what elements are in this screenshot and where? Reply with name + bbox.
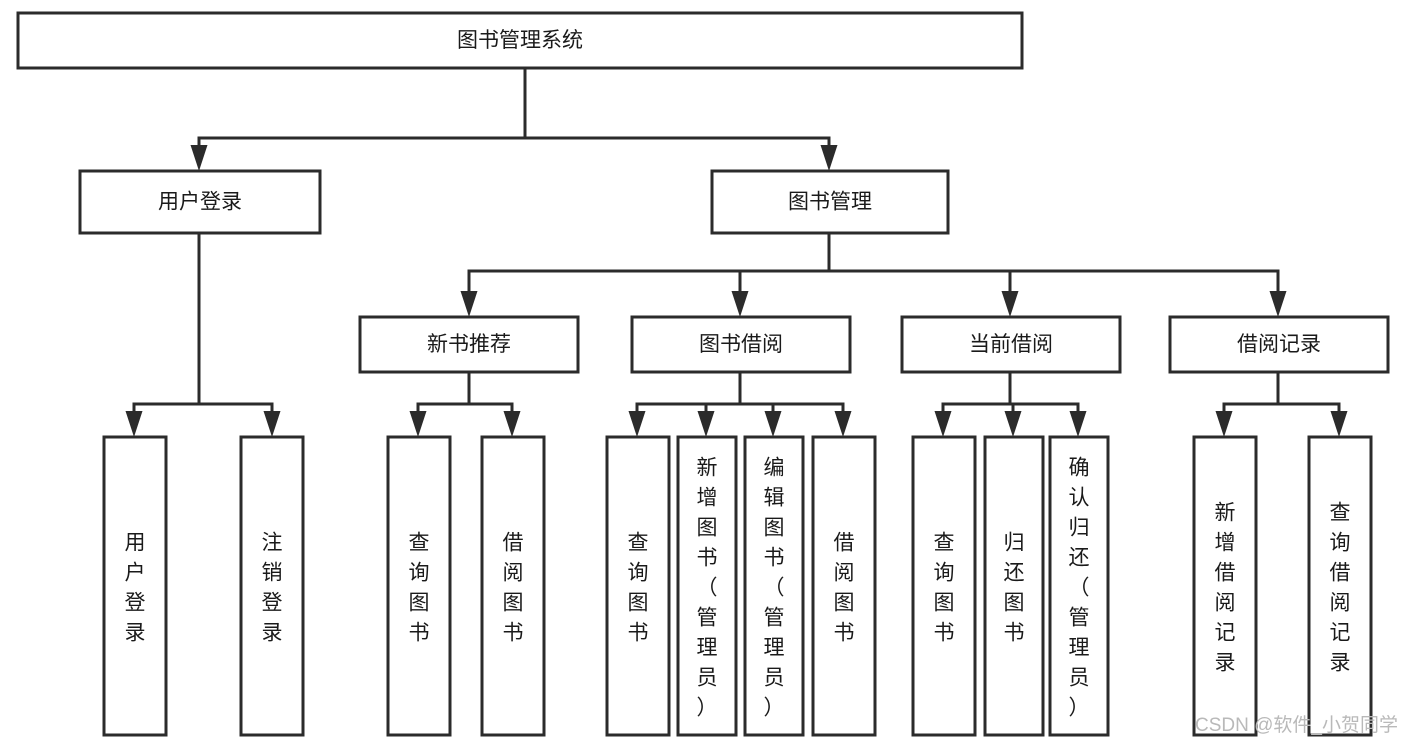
node-box-leaf-return-book[interactable]	[983, 435, 1045, 737]
node-box-leaf-user-login[interactable]	[102, 435, 168, 737]
node-label-leaf-query-borrow-record: 查询借阅记录	[1330, 501, 1351, 674]
arrow-head-icon	[1215, 411, 1233, 437]
node-label-borrow-record: 借阅记录	[1237, 333, 1321, 356]
node-leaf-borrow-book-rec[interactable]: 借阅图书	[480, 435, 546, 737]
node-label-current-borrow: 当前借阅	[969, 333, 1053, 356]
node-label-leaf-return-book: 归还图书	[1004, 531, 1025, 644]
arrow-head-icon	[503, 411, 521, 437]
connector-group	[190, 66, 838, 171]
connector-group	[934, 370, 1087, 437]
node-box-leaf-query-book-current[interactable]	[911, 435, 977, 737]
arrow-head-icon	[934, 411, 952, 437]
node-leaf-add-book-admin[interactable]: 新增图书（管理员）	[676, 435, 738, 737]
arrow-head-icon	[731, 291, 749, 317]
arrow-head-icon	[628, 411, 646, 437]
node-box-book-borrow[interactable]	[630, 315, 852, 374]
node-label-leaf-borrow-book-rec: 借阅图书	[503, 531, 524, 644]
node-box-borrow-record[interactable]	[1168, 315, 1390, 374]
watermark-label: CSDN @软件_小贺同学	[1195, 714, 1398, 736]
node-box-new-book-rec[interactable]	[358, 315, 580, 374]
node-box-leaf-borrow-book[interactable]	[811, 435, 877, 737]
node-box-current-borrow[interactable]	[900, 315, 1122, 374]
connector-group	[125, 231, 281, 437]
node-borrow-record[interactable]: 借阅记录	[1168, 315, 1390, 374]
node-leaf-query-book-current[interactable]: 查询图书	[911, 435, 977, 737]
node-label-leaf-user-login: 用户登录	[125, 531, 146, 644]
node-box-leaf-add-book-admin[interactable]	[676, 435, 738, 737]
node-box-root[interactable]	[16, 11, 1024, 70]
node-book-manage[interactable]: 图书管理	[710, 169, 950, 235]
node-leaf-query-book-rec[interactable]: 查询图书	[386, 435, 452, 737]
node-leaf-user-login[interactable]: 用户登录	[102, 435, 168, 737]
connectors-layer	[125, 66, 1348, 437]
node-root[interactable]: 图书管理系统	[16, 11, 1024, 70]
node-label-leaf-query-book-borrow: 查询图书	[628, 531, 649, 644]
arrow-head-icon	[834, 411, 852, 437]
node-box-leaf-add-borrow-record[interactable]	[1192, 435, 1258, 737]
node-label-book-borrow: 图书借阅	[699, 333, 783, 356]
node-label-leaf-add-book-admin: 新增图书（管理员）	[697, 456, 718, 719]
node-new-book-rec[interactable]: 新书推荐	[358, 315, 580, 374]
node-label-new-book-rec: 新书推荐	[427, 333, 511, 356]
node-user-login[interactable]: 用户登录	[78, 169, 322, 235]
node-label-leaf-confirm-return-admin: 确认归还（管理员）	[1069, 456, 1090, 719]
arrow-head-icon	[820, 145, 838, 171]
connector-group	[409, 370, 521, 437]
node-leaf-confirm-return-admin[interactable]: 确认归还（管理员）	[1048, 435, 1110, 737]
node-label-leaf-query-book-current: 查询图书	[934, 531, 955, 644]
node-label-leaf-logout: 注销登录	[262, 531, 283, 644]
arrow-head-icon	[263, 411, 281, 437]
node-box-leaf-edit-book-admin[interactable]	[743, 435, 805, 737]
connector-group	[628, 370, 852, 437]
node-box-leaf-query-book-borrow[interactable]	[605, 435, 671, 737]
node-box-leaf-borrow-book-rec[interactable]	[480, 435, 546, 737]
nodes-layer: 图书管理系统用户登录图书管理新书推荐图书借阅当前借阅借阅记录用户登录注销登录查询…	[16, 11, 1390, 737]
node-book-borrow[interactable]: 图书借阅	[630, 315, 852, 374]
arrow-head-icon	[697, 411, 715, 437]
arrow-head-icon	[1001, 291, 1019, 317]
arrow-head-icon	[1269, 291, 1287, 317]
arrow-head-icon	[460, 291, 478, 317]
arrow-head-icon	[125, 411, 143, 437]
node-leaf-return-book[interactable]: 归还图书	[983, 435, 1045, 737]
node-current-borrow[interactable]: 当前借阅	[900, 315, 1122, 374]
arrow-head-icon	[1069, 411, 1087, 437]
arrow-head-icon	[1004, 411, 1022, 437]
node-leaf-edit-book-admin[interactable]: 编辑图书（管理员）	[743, 435, 805, 737]
node-box-book-manage[interactable]	[710, 169, 950, 235]
node-box-leaf-confirm-return-admin[interactable]	[1048, 435, 1110, 737]
node-box-leaf-query-book-rec[interactable]	[386, 435, 452, 737]
connector-group	[460, 231, 1287, 317]
arrow-head-icon	[409, 411, 427, 437]
node-label-book-manage: 图书管理	[788, 191, 872, 214]
arrow-head-icon	[190, 145, 208, 171]
node-box-leaf-query-borrow-record[interactable]	[1307, 435, 1373, 737]
arrow-head-icon	[1330, 411, 1348, 437]
node-box-leaf-logout[interactable]	[239, 435, 305, 737]
arrow-head-icon	[764, 411, 782, 437]
node-label-user-login: 用户登录	[158, 191, 242, 214]
node-leaf-query-book-borrow[interactable]: 查询图书	[605, 435, 671, 737]
node-leaf-logout[interactable]: 注销登录	[239, 435, 305, 737]
node-leaf-query-borrow-record[interactable]: 查询借阅记录	[1307, 435, 1373, 737]
node-box-user-login[interactable]	[78, 169, 322, 235]
node-label-leaf-query-book-rec: 查询图书	[409, 531, 430, 644]
connector-group	[1215, 370, 1348, 437]
node-leaf-borrow-book[interactable]: 借阅图书	[811, 435, 877, 737]
node-label-leaf-add-borrow-record: 新增借阅记录	[1215, 501, 1236, 674]
node-label-root: 图书管理系统	[457, 29, 583, 52]
node-label-leaf-edit-book-admin: 编辑图书（管理员）	[764, 456, 785, 719]
node-leaf-add-borrow-record[interactable]: 新增借阅记录	[1192, 435, 1258, 737]
node-label-leaf-borrow-book: 借阅图书	[834, 531, 855, 644]
